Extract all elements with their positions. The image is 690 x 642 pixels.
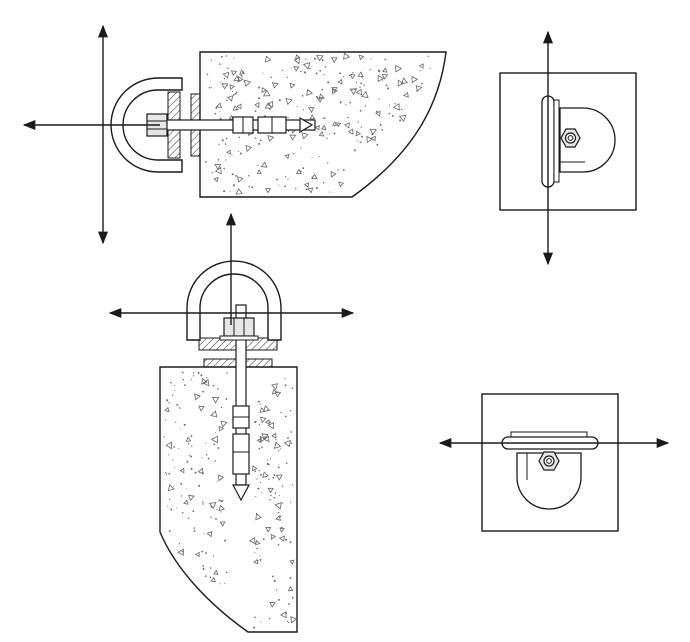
concrete-block [199,51,447,198]
expansion-sleeve [232,433,250,475]
plate-edge [510,431,588,438]
concrete-stipple [205,52,431,195]
ring-bracket [559,107,616,173]
front-view-horizontal-arrow [438,393,670,532]
washer [219,335,259,341]
ring-bracket [516,452,582,510]
hex-nut [223,317,255,337]
d-ring [110,77,183,173]
concrete-stipple [163,371,298,629]
side-view-vertical [108,212,355,633]
concrete-block [159,366,298,633]
front-view-vertical-arrow [499,30,637,266]
bolt-tip [232,484,250,502]
plate-edge [553,99,560,183]
bolt-tip [299,116,314,134]
side-view-horizontal [22,24,447,245]
